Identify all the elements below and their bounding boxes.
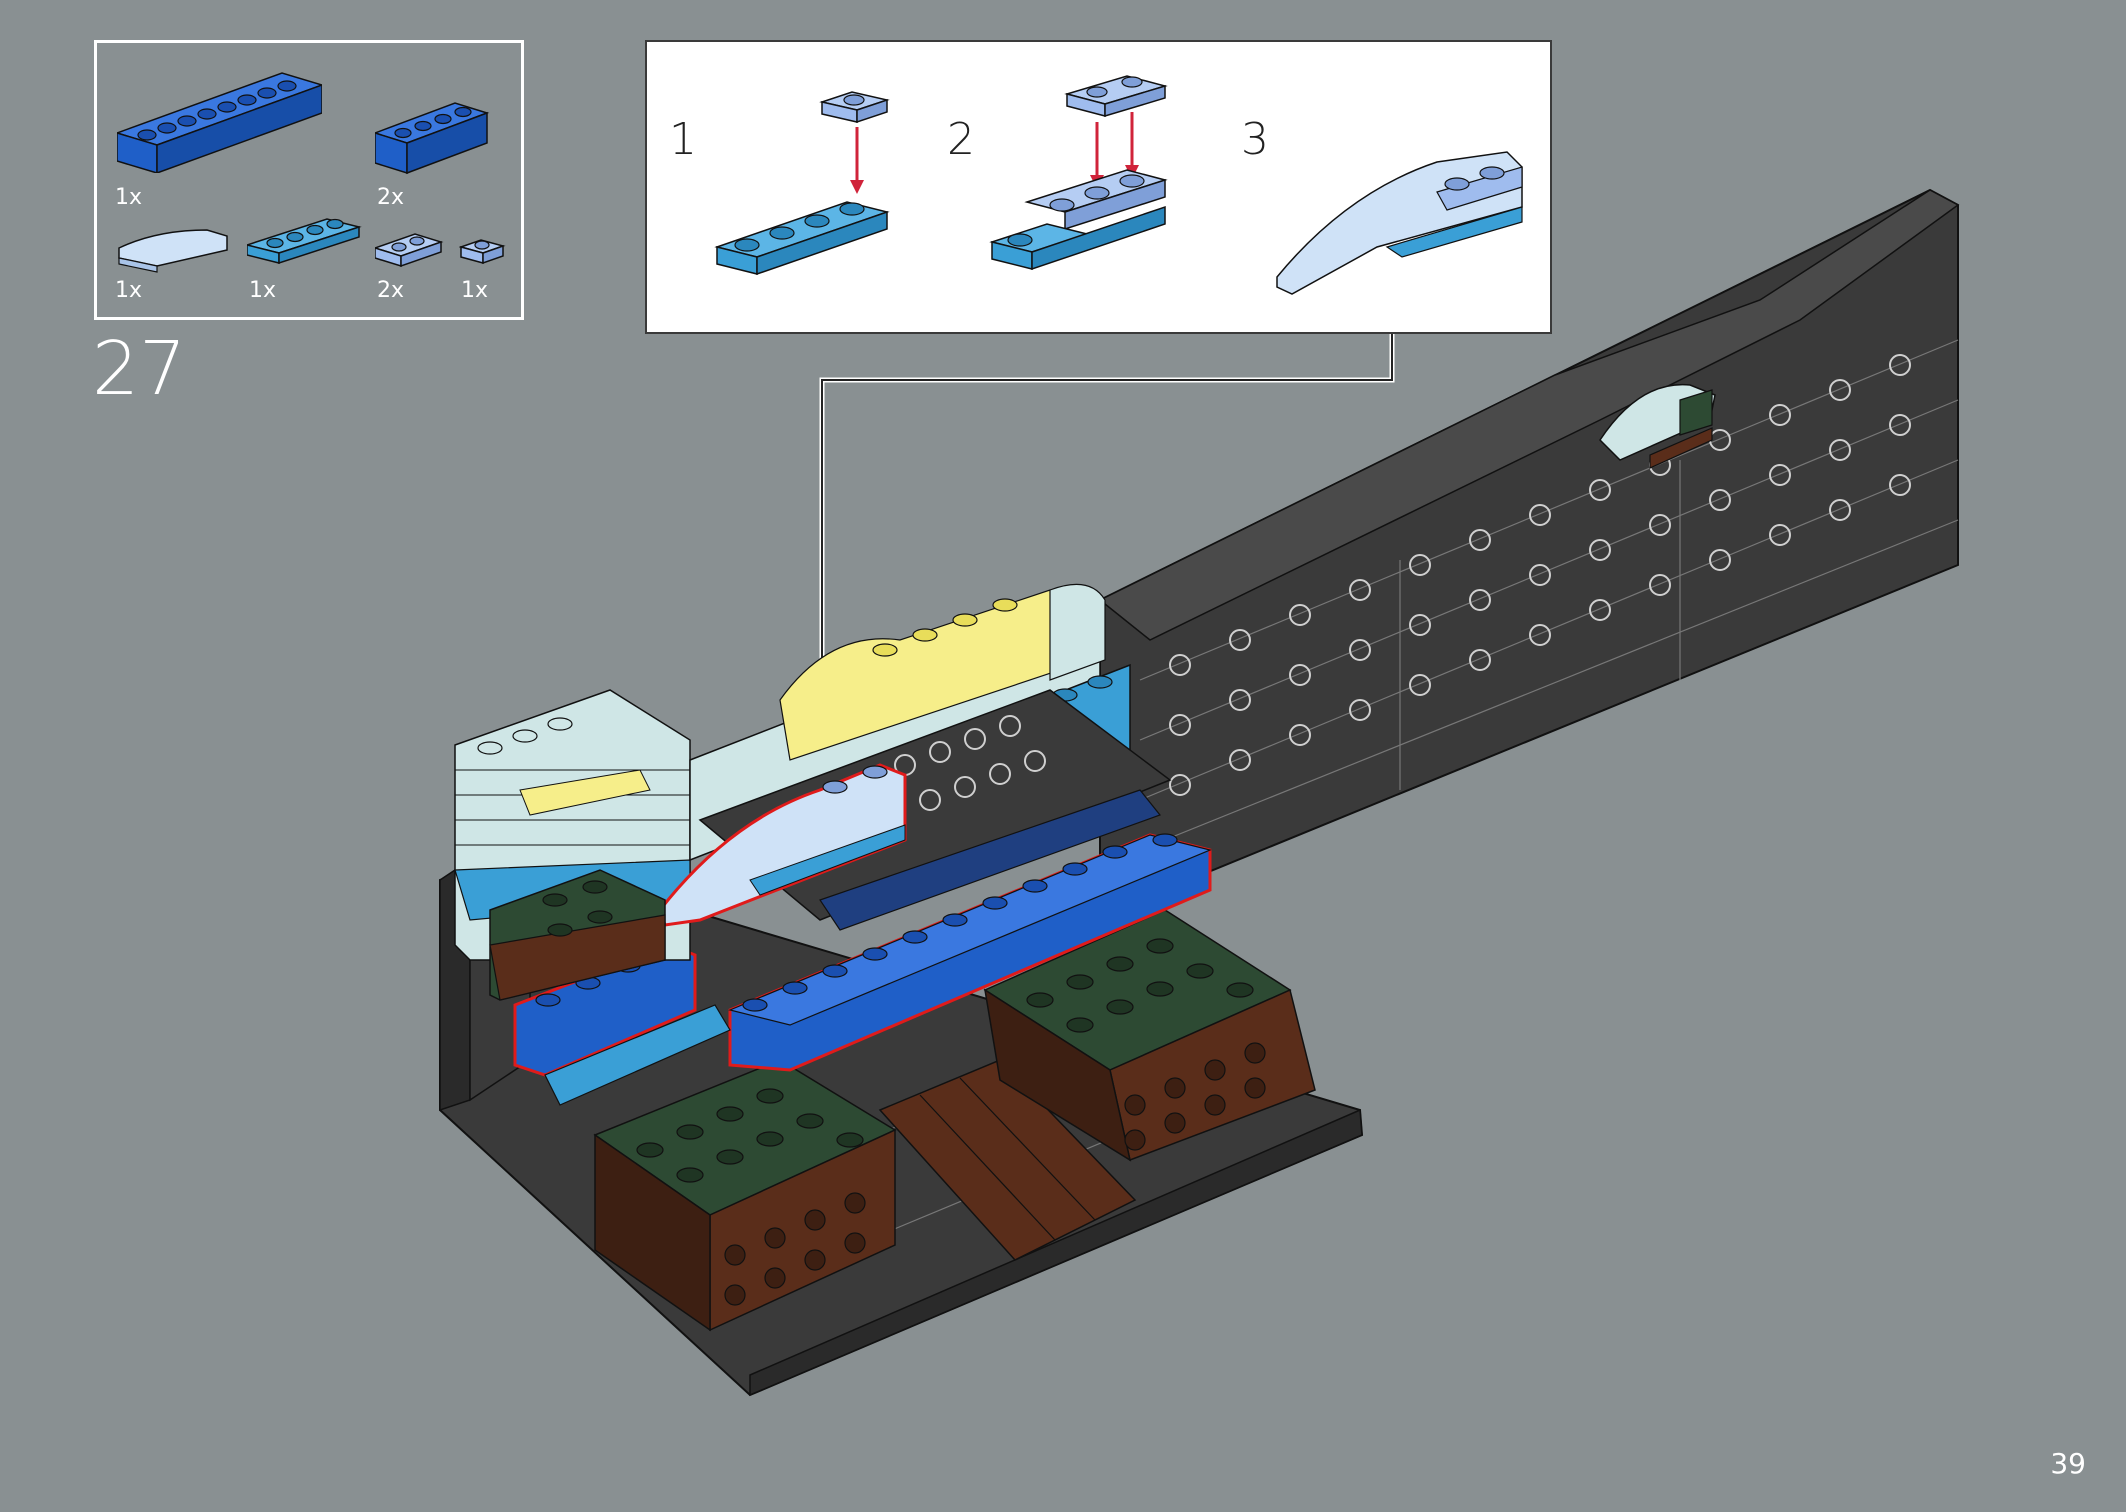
substep-number-2: 2 — [947, 114, 975, 165]
green-brown-blocks-right — [983, 909, 1316, 1162]
dark-gray-wall — [1098, 188, 1960, 902]
substep-number-3: 3 — [1241, 114, 1269, 165]
substep-3-illustration — [1276, 151, 1523, 295]
blue-brick-1x4-icon — [375, 102, 490, 175]
light-blue-plate-1x2-icon — [375, 233, 444, 268]
left-green-stack — [489, 869, 666, 1001]
step-number: 27 — [92, 326, 187, 412]
part-qty: 1x — [115, 278, 143, 303]
part-qty: 1x — [461, 278, 489, 303]
light-blue-plate-1x1-icon — [459, 239, 506, 265]
parts-list-box: 1x 2x 1x 1x 2x — [94, 40, 524, 320]
substep-number-1: 1 — [669, 114, 697, 165]
new-blue-bricks — [513, 833, 1212, 1106]
page-number: 39 — [2050, 1447, 2086, 1480]
new-curved-slope — [658, 763, 907, 927]
substep-1-illustration — [714, 91, 890, 276]
curved-slope-icon — [118, 229, 228, 273]
substeps-callout: 1 2 3 — [645, 40, 1552, 334]
substep-illustrations — [714, 75, 1523, 295]
part-qty: 1x — [249, 278, 277, 303]
substep-2-illustration — [989, 75, 1168, 271]
part-qty: 1x — [115, 185, 143, 210]
green-brown-blocks-left — [593, 1059, 897, 1332]
part-qty: 2x — [377, 185, 405, 210]
part-qty: 2x — [377, 278, 405, 303]
blue-brick-1x8-icon — [117, 72, 322, 173]
azure-plate-1x4-icon — [247, 218, 362, 265]
